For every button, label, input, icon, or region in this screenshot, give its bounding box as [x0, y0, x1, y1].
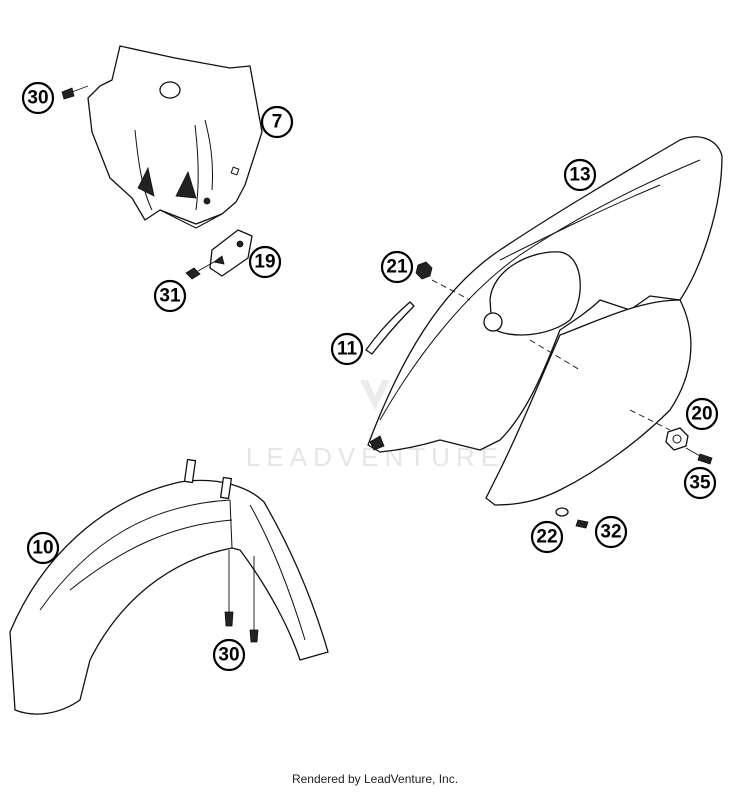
nut-20 — [665, 427, 689, 451]
front-fender — [9, 458, 329, 715]
side-panel — [485, 299, 692, 506]
svg-text:19: 19 — [254, 252, 275, 273]
callout-11: 11 — [330, 332, 364, 366]
svg-text:13: 13 — [569, 165, 590, 186]
callout-30-top: 30 — [21, 81, 55, 115]
svg-text:11: 11 — [337, 339, 358, 360]
bolt-35 — [685, 447, 713, 465]
callout-31: 31 — [153, 279, 187, 313]
callout-10: 10 — [26, 531, 60, 565]
callout-7: 7 — [260, 105, 294, 139]
number-plate — [87, 45, 263, 229]
callout-20: 20 — [685, 397, 719, 431]
svg-text:22: 22 — [536, 527, 557, 548]
svg-text:32: 32 — [600, 522, 621, 543]
callout-21: 21 — [380, 250, 414, 284]
callout-30-bottom: 30 — [212, 638, 246, 672]
svg-text:31: 31 — [159, 286, 181, 307]
watermark-logo-icon — [360, 380, 390, 410]
decal-strip — [365, 301, 415, 355]
svg-text:30: 30 — [27, 88, 48, 109]
screw-32 — [575, 519, 589, 529]
svg-text:20: 20 — [691, 404, 712, 425]
callout-19: 19 — [248, 245, 282, 279]
svg-text:30: 30 — [218, 645, 239, 666]
washer-22 — [555, 507, 569, 517]
svg-text:35: 35 — [689, 473, 711, 494]
callout-35: 35 — [683, 466, 717, 500]
rear-fender — [367, 136, 723, 453]
screws-30-bottom — [224, 550, 259, 643]
axis-line-bolt — [629, 409, 671, 431]
svg-text:10: 10 — [32, 538, 53, 559]
svg-text:21: 21 — [386, 257, 408, 278]
callout-13: 13 — [563, 158, 597, 192]
callout-32: 32 — [594, 515, 628, 549]
screw-31 — [185, 261, 215, 280]
callout-22: 22 — [530, 520, 564, 554]
footer-credit: Rendered by LeadVenture, Inc. — [291, 772, 459, 786]
svg-text:7: 7 — [272, 112, 283, 133]
screw-30-top — [61, 85, 89, 100]
bracket — [209, 229, 253, 277]
nut-21 — [415, 261, 471, 301]
